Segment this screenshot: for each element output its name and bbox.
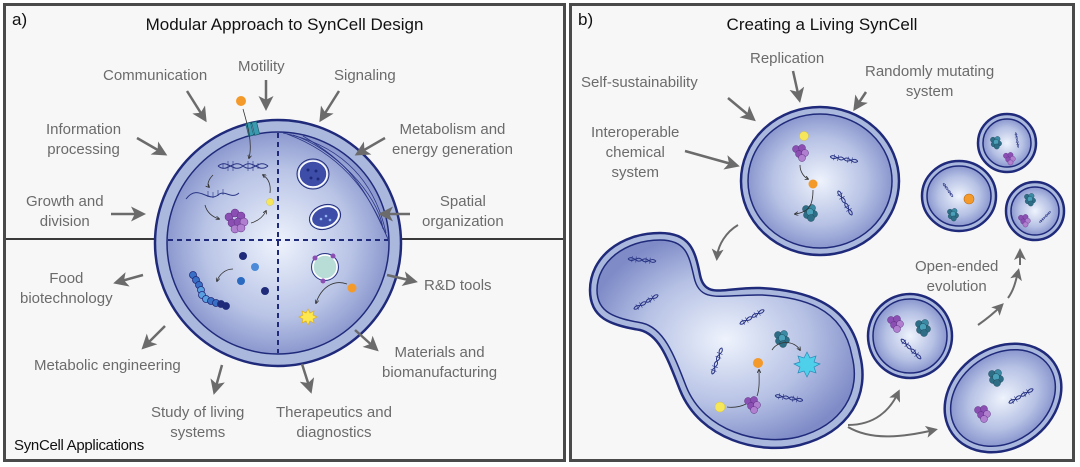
label-growth-division: Growth and division (26, 193, 104, 230)
polymer-chain-icon (189, 271, 230, 310)
output-signal-star-icon (298, 308, 318, 326)
yellow-molecule-icon (714, 401, 726, 413)
panel-b-letter: b) (578, 10, 594, 29)
label-self-sustainability: Self-sustainability (581, 74, 698, 91)
organelle-vesicle-icon (296, 158, 330, 190)
membrane-channel-icon (236, 96, 261, 158)
label-metabolism: Metabolism and energy generation (392, 121, 513, 158)
label-rd-tools: R&D tools (424, 277, 492, 294)
design-arrows (111, 80, 410, 222)
process-arrows (711, 224, 1026, 438)
arrow-self-sustainability (727, 97, 756, 122)
arrow-communication (185, 90, 207, 123)
panel-a-title: Modular Approach to SynCell Design (145, 15, 424, 34)
arrow-materials (354, 329, 379, 352)
orange-molecule-icon (808, 179, 818, 189)
label-therapeutics-diagnostics: Therapeutics and diagnostics (276, 404, 392, 441)
orange-molecule-icon (347, 283, 357, 293)
arrow-evolution-1 (977, 303, 1004, 326)
dna-icon (217, 161, 269, 171)
label-metabolic-engineering: Metabolic engineering (34, 357, 181, 374)
label-motility: Motility (238, 58, 285, 75)
application-arrows (113, 271, 418, 395)
panel-b-living-syncell: b) Creating a Living SynCell (569, 3, 1075, 462)
output-star-icon (793, 351, 821, 378)
arrow-study (210, 364, 225, 395)
panel-a-letter: a) (12, 10, 28, 29)
arrow-division (711, 224, 739, 261)
dividing-syncell (588, 231, 864, 450)
label-signaling: Signaling (334, 67, 396, 84)
arrow-food (113, 272, 144, 287)
arrow-to-daughter-1 (847, 389, 901, 426)
arrow-therapeutics (299, 363, 315, 394)
orange-molecule-icon (753, 358, 763, 368)
protein-cluster-purple-icon (224, 208, 249, 234)
arrow-evolution-2 (1007, 268, 1022, 299)
property-arrows (684, 70, 868, 170)
rna-icon (185, 189, 240, 200)
evolved-syncell (976, 112, 1038, 174)
label-open-ended-evolution: Open-ended evolution (915, 258, 999, 295)
arrow-randomly-mutating (853, 91, 868, 112)
arrow-information (136, 136, 168, 156)
daughter-syncell (866, 292, 954, 380)
yellow-molecule-icon (799, 131, 809, 141)
panel-b-illustration (588, 70, 1066, 454)
parent-syncell (739, 105, 901, 257)
orange-protein-icon (963, 193, 975, 205)
syncell-applications-heading: SynCell Applications (14, 437, 144, 454)
flow-arrow (217, 268, 234, 281)
arrow-rd-tools (386, 271, 418, 287)
arrow-interoperable (684, 149, 740, 170)
arrow-replication (789, 70, 805, 103)
signal-molecule-icon (236, 96, 246, 106)
label-food-biotechnology: Food biotechnology (20, 270, 113, 307)
arrow-metabolism (354, 136, 386, 156)
evolved-syncell (920, 159, 998, 233)
sensor-vesicle-icon (298, 253, 357, 326)
panel-b-title: Creating a Living SynCell (726, 15, 918, 34)
label-randomly-mutating: Randomly mutating system (865, 63, 995, 100)
label-interoperable-chemical: Interoperable chemical system (591, 124, 680, 181)
organelle-vesicle-icon (308, 203, 342, 231)
arrow-to-daughter-2 (847, 425, 938, 438)
label-spatial-organization: Spatial organization (422, 193, 504, 230)
evolved-syncell (1004, 180, 1066, 242)
arrow-metabolic (141, 325, 166, 350)
label-communication: Communication (103, 67, 208, 84)
panel-a-illustration (111, 80, 418, 395)
label-information-processing: Information processing (46, 121, 122, 158)
flow-arrows (204, 175, 271, 224)
yellow-molecule-icon (266, 198, 274, 206)
main-syncell (153, 118, 403, 368)
monomer-icons (237, 252, 269, 295)
arrow-signaling (319, 90, 341, 123)
panel-a-modular-design: a) Modular Approach to SynCell Design (3, 3, 566, 462)
label-replication: Replication (750, 50, 825, 67)
daughter-syncell (943, 342, 1063, 454)
label-materials-biomanufacturing: Materials and biomanufacturing (382, 344, 498, 381)
label-study-living-systems: Study of living systems (151, 404, 245, 441)
